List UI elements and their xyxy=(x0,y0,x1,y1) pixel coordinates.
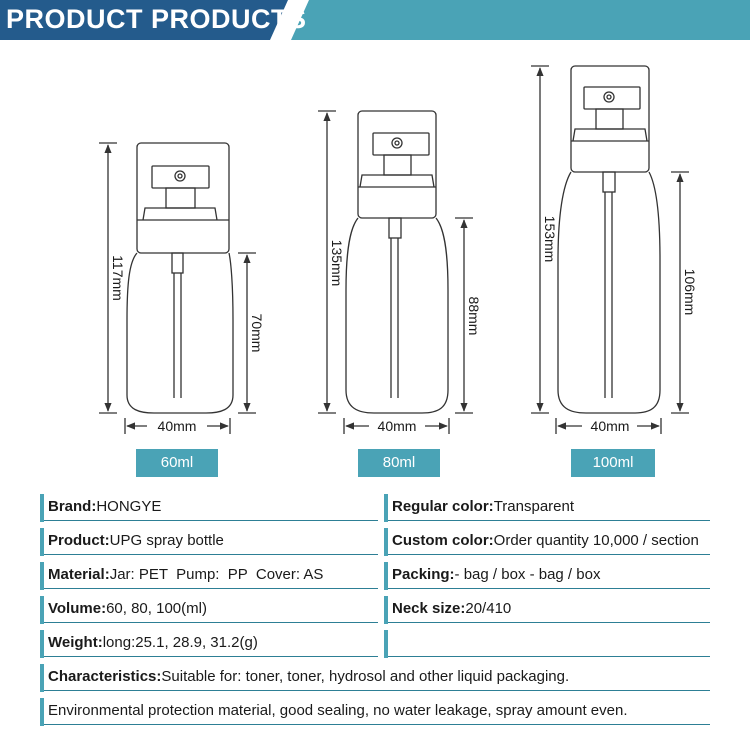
spec-product-label: Product: xyxy=(48,532,110,549)
bottle-cap-cover xyxy=(357,110,437,219)
capacity-badge-80ml: 80ml xyxy=(358,449,440,477)
spec-neck-size: Neck size:20/410 xyxy=(384,594,710,624)
spec-custom-color: Custom color:Order quantity 10,000 / sec… xyxy=(384,526,710,556)
spec-characteristics-label: Characteristics: xyxy=(48,668,162,685)
bottle-60ml-height-label: 117mm xyxy=(110,255,126,301)
spec-material-value: Jar: PET Pump: PP Cover: AS xyxy=(109,566,324,583)
spec-volume-label: Volume: xyxy=(48,600,107,617)
spec-custom-color-label: Custom color: xyxy=(392,532,494,549)
spec-note-text: Environmental protection material, good … xyxy=(48,702,628,719)
bottle-body xyxy=(557,171,661,414)
spec-brand-label: Brand: xyxy=(48,498,97,515)
bottle-100ml-height-label: 153mm xyxy=(542,216,558,263)
bottle-80ml xyxy=(318,110,473,434)
spec-regular-color: Regular color:Transparent xyxy=(384,492,710,522)
bottle-80ml-height-label: 135mm xyxy=(329,240,345,287)
spec-product-value: UPG spray bottle xyxy=(109,532,224,549)
spec-weight-value: long:25.1, 28.9, 31.2(g) xyxy=(102,634,258,651)
bottle-80ml-width-label: 40mm xyxy=(378,418,417,434)
spec-brand-value: HONGYE xyxy=(96,498,162,515)
bottle-60ml-body-label: 70mm xyxy=(249,314,265,353)
bottle-100ml xyxy=(531,65,689,434)
bottle-cap-cover xyxy=(570,65,650,173)
spec-regular-color-value: Transparent xyxy=(493,498,575,515)
spec-characteristics-value: Suitable for: toner, toner, hydrosol and… xyxy=(161,668,570,685)
bottle-dimension-drawing: 117mm 70mm 40mm 135mm 88mm 40mm xyxy=(99,65,698,434)
bottle-60ml xyxy=(99,142,256,434)
header-banner: PRODUCT PRODUCTS xyxy=(0,0,750,40)
spec-regular-color-label: Regular color: xyxy=(392,498,494,515)
spec-weight-label: Weight: xyxy=(48,634,103,651)
spec-neck-size-label: Neck size: xyxy=(392,600,466,617)
bottle-body xyxy=(126,252,234,414)
spec-note: Environmental protection material, good … xyxy=(40,696,710,726)
bottle-100ml-width-label: 40mm xyxy=(591,418,630,434)
spec-weight: Weight:long:25.1, 28.9, 31.2(g) xyxy=(40,628,378,658)
spec-brand: Brand:HONGYE xyxy=(40,492,378,522)
capacity-badge-100ml: 100ml xyxy=(571,449,655,477)
banner-light-segment xyxy=(291,0,750,40)
spec-product: Product:UPG spray bottle xyxy=(40,526,378,556)
bottle-body xyxy=(345,217,449,414)
spec-volume-value: 60, 80, 100(ml) xyxy=(106,600,207,617)
spec-empty-cell xyxy=(384,628,710,658)
bottle-100ml-body-label: 106mm xyxy=(682,269,698,316)
spec-material-label: Material: xyxy=(48,566,110,583)
spec-volume: Volume:60, 80, 100(ml) xyxy=(40,594,378,624)
capacity-badge-60ml: 60ml xyxy=(136,449,218,477)
spec-material: Material:Jar: PET Pump: PP Cover: AS xyxy=(40,560,378,590)
spec-custom-color-value: Order quantity 10,000 / section xyxy=(493,532,699,549)
bottle-80ml-body-label: 88mm xyxy=(466,297,482,336)
page-title: PRODUCT PRODUCTS xyxy=(6,4,307,34)
spec-packing-value: - bag / box - bag / box xyxy=(454,566,601,583)
banner-dark-segment xyxy=(0,0,288,40)
spec-packing-label: Packing: xyxy=(392,566,455,583)
spec-neck-size-value: 20/410 xyxy=(465,600,512,617)
bottle-60ml-width-label: 40mm xyxy=(158,418,197,434)
spec-characteristics: Characteristics:Suitable for: toner, ton… xyxy=(40,662,710,692)
spec-packing: Packing:- bag / box - bag / box xyxy=(384,560,710,590)
bottle-cap-cover xyxy=(136,142,230,254)
